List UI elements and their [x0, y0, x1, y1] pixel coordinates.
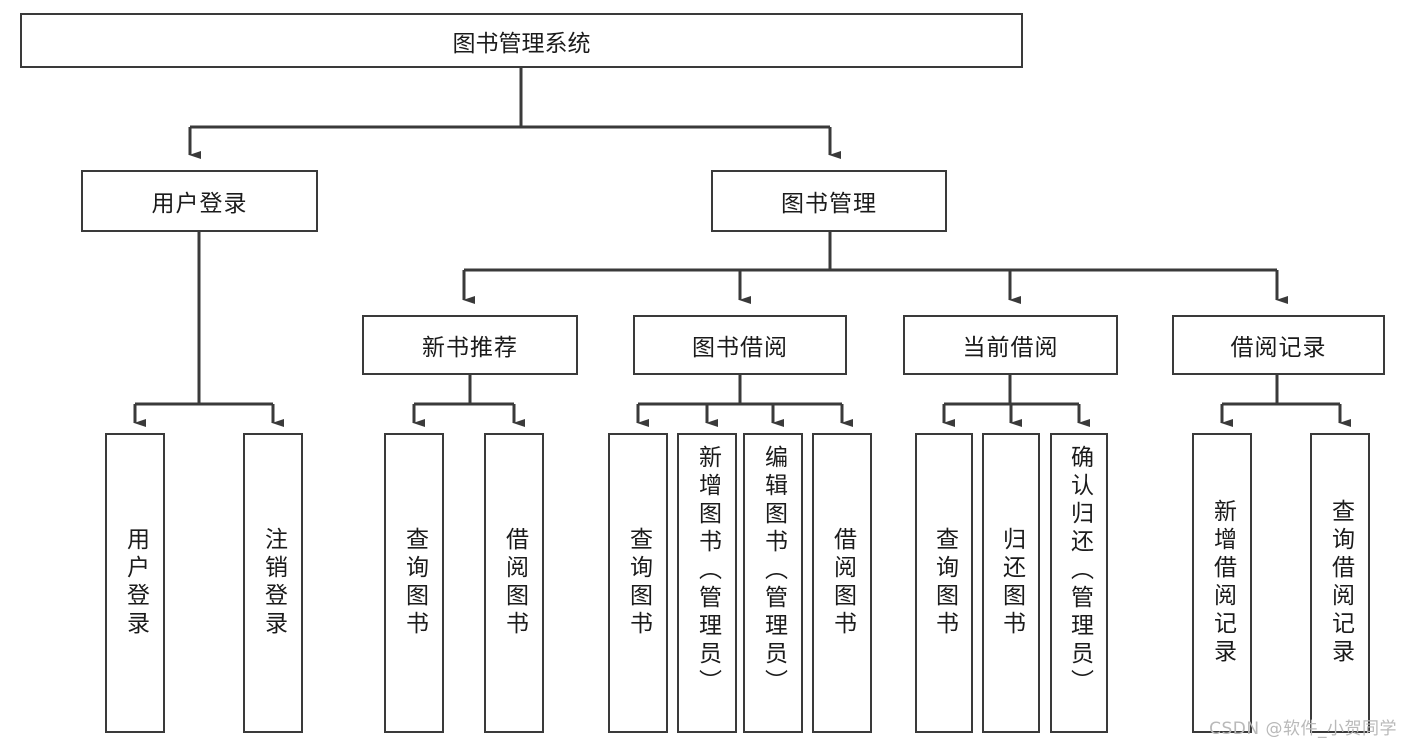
leaf-current-borrow-query[interactable]: 查询图书 [915, 433, 973, 733]
node-current-borrow-label: 当前借阅 [962, 335, 1059, 361]
leaf-book-borrow-add[interactable]: 新增图书（管理员） [677, 433, 737, 733]
node-book-manage-label: 图书管理 [781, 191, 877, 217]
leaf-current-borrow-confirm-label: 确认归还（管理员） [1066, 445, 1093, 697]
leaf-current-borrow-return[interactable]: 归还图书 [982, 433, 1040, 733]
node-book-manage[interactable]: 图书管理 [711, 170, 947, 232]
node-root[interactable]: 图书管理系统 [20, 13, 1023, 68]
leaf-user-login-login-label: 用户登录 [122, 527, 149, 639]
leaf-new-book-borrow-label: 借阅图书 [501, 527, 528, 639]
node-root-label: 图书管理系统 [452, 30, 591, 57]
leaf-new-book-query[interactable]: 查询图书 [384, 433, 444, 733]
leaf-user-login-login[interactable]: 用户登录 [105, 433, 165, 733]
leaf-book-borrow-query-label: 查询图书 [625, 527, 652, 639]
leaf-borrow-record-query[interactable]: 查询借阅记录 [1310, 433, 1370, 733]
node-new-book-recommend[interactable]: 新书推荐 [362, 315, 578, 375]
watermark: CSDN @软件_小贺同学 [1209, 719, 1397, 739]
node-new-book-recommend-label: 新书推荐 [422, 335, 518, 361]
leaf-current-borrow-return-label: 归还图书 [998, 527, 1025, 639]
leaf-new-book-query-label: 查询图书 [401, 527, 428, 639]
node-borrow-record-label: 借阅记录 [1230, 335, 1327, 361]
leaf-user-login-logout-label: 注销登录 [260, 527, 287, 639]
leaf-current-borrow-query-label: 查询图书 [931, 527, 958, 639]
node-current-borrow[interactable]: 当前借阅 [903, 315, 1118, 375]
leaf-book-borrow-add-label: 新增图书（管理员） [694, 445, 721, 697]
leaf-book-borrow-borrow[interactable]: 借阅图书 [812, 433, 872, 733]
leaf-book-borrow-borrow-label: 借阅图书 [829, 527, 856, 639]
leaf-current-borrow-confirm[interactable]: 确认归还（管理员） [1050, 433, 1108, 733]
node-user-login-label: 用户登录 [151, 191, 248, 217]
leaf-user-login-logout[interactable]: 注销登录 [243, 433, 303, 733]
node-borrow-record[interactable]: 借阅记录 [1172, 315, 1385, 375]
leaf-book-borrow-edit-label: 编辑图书（管理员） [760, 445, 787, 697]
node-book-borrow-label: 图书借阅 [692, 335, 788, 361]
leaf-book-borrow-query[interactable]: 查询图书 [608, 433, 668, 733]
leaf-borrow-record-query-label: 查询借阅记录 [1327, 499, 1354, 667]
leaf-new-book-borrow[interactable]: 借阅图书 [484, 433, 544, 733]
leaf-borrow-record-add-label: 新增借阅记录 [1209, 499, 1236, 667]
node-user-login[interactable]: 用户登录 [81, 170, 318, 232]
leaf-borrow-record-add[interactable]: 新增借阅记录 [1192, 433, 1252, 733]
node-book-borrow[interactable]: 图书借阅 [633, 315, 847, 375]
leaf-book-borrow-edit[interactable]: 编辑图书（管理员） [743, 433, 803, 733]
